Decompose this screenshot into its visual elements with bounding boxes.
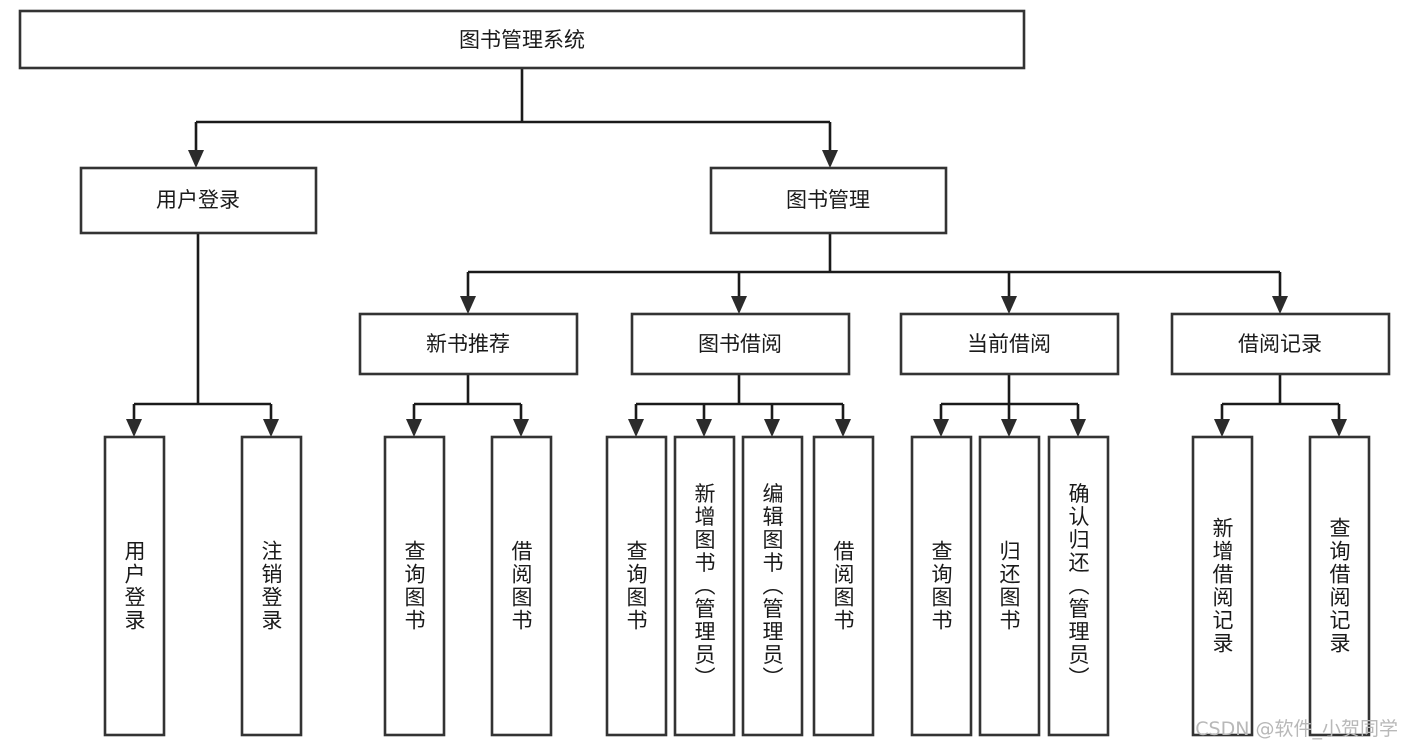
node-box-leaf-query-record[interactable] xyxy=(1308,435,1371,737)
arrow-head-leaf-query-book-3 xyxy=(933,419,949,437)
node-leaf-borrow-book-1[interactable]: 借阅图书 xyxy=(490,435,553,737)
node-label-leaf-query-book-1: 查询图书 xyxy=(402,540,426,632)
node-label-book-management: 图书管理 xyxy=(786,188,870,212)
node-label-leaf-query-record: 查询借阅记录 xyxy=(1327,517,1351,655)
node-box-book-borrow[interactable] xyxy=(630,312,851,376)
connector-group-user-login-leaves xyxy=(126,233,279,437)
node-box-leaf-confirm-return[interactable] xyxy=(1047,435,1110,737)
node-label-leaf-query-book-3: 查询图书 xyxy=(929,540,953,632)
arrow-head-leaf-query-book-2 xyxy=(628,419,644,437)
arrow-head-leaf-add-book xyxy=(696,419,712,437)
arrow-head-current-borrow xyxy=(1001,296,1017,314)
node-box-user-login[interactable] xyxy=(79,166,318,235)
node-box-leaf-query-book-3[interactable] xyxy=(910,435,973,737)
arrow-head-leaf-add-record xyxy=(1214,419,1230,437)
node-leaf-query-record[interactable]: 查询借阅记录 xyxy=(1308,435,1371,737)
node-box-current-borrow[interactable] xyxy=(899,312,1120,376)
arrow-head-leaf-query-record xyxy=(1331,419,1347,437)
arrow-head-leaf-user-login xyxy=(126,419,142,437)
node-label-leaf-add-record: 新增借阅记录 xyxy=(1210,517,1234,655)
node-leaf-add-book[interactable]: 新增图书（管理员） xyxy=(673,435,736,737)
node-leaf-query-book-1[interactable]: 查询图书 xyxy=(383,435,446,737)
node-current-borrow[interactable]: 当前借阅 xyxy=(899,312,1120,376)
node-borrow-record[interactable]: 借阅记录 xyxy=(1170,312,1391,376)
arrow-head-leaf-confirm-return xyxy=(1070,419,1086,437)
node-box-leaf-borrow-book-1[interactable] xyxy=(490,435,553,737)
node-label-borrow-record: 借阅记录 xyxy=(1238,332,1322,356)
node-leaf-edit-book[interactable]: 编辑图书（管理员） xyxy=(741,435,804,737)
node-leaf-add-record[interactable]: 新增借阅记录 xyxy=(1191,435,1254,737)
node-label-leaf-user-login: 用户登录 xyxy=(122,540,146,632)
node-box-leaf-add-record[interactable] xyxy=(1191,435,1254,737)
arrow-head-leaf-edit-book xyxy=(764,419,780,437)
node-box-leaf-query-book-1[interactable] xyxy=(383,435,446,737)
arrow-head-user-login xyxy=(188,150,204,168)
node-user-login[interactable]: 用户登录 xyxy=(79,166,318,235)
node-box-new-book-recommend[interactable] xyxy=(358,312,579,376)
node-label-leaf-edit-book: 编辑图书（管理员） xyxy=(760,483,784,690)
node-box-leaf-user-logout[interactable] xyxy=(240,435,303,737)
arrow-head-leaf-return-book xyxy=(1001,419,1017,437)
connector-group-current-borrow-leaves xyxy=(933,374,1086,437)
node-leaf-user-login[interactable]: 用户登录 xyxy=(103,435,166,737)
arrow-head-leaf-user-logout xyxy=(263,419,279,437)
node-label-current-borrow: 当前借阅 xyxy=(967,332,1051,356)
node-label-leaf-query-book-2: 查询图书 xyxy=(624,540,648,632)
node-leaf-query-book-2[interactable]: 查询图书 xyxy=(605,435,668,737)
node-label-leaf-return-book: 归还图书 xyxy=(997,540,1021,632)
connector-group-book-borrow-leaves xyxy=(628,374,851,437)
connector-group-new-book-leaves xyxy=(406,374,529,437)
node-box-leaf-return-book[interactable] xyxy=(978,435,1041,737)
arrow-head-book-borrow xyxy=(731,296,747,314)
node-label-leaf-borrow-book-2: 借阅图书 xyxy=(831,540,855,632)
node-box-borrow-record[interactable] xyxy=(1170,312,1391,376)
arrow-head-borrow-record xyxy=(1272,296,1288,314)
node-box-leaf-user-login[interactable] xyxy=(103,435,166,737)
node-box-leaf-add-book[interactable] xyxy=(673,435,736,737)
arrow-head-new-book-recommend xyxy=(460,296,476,314)
node-label-book-borrow: 图书借阅 xyxy=(698,332,782,356)
watermark-label: CSDN @软件_小贺同学 xyxy=(1195,718,1398,740)
node-leaf-confirm-return[interactable]: 确认归还（管理员） xyxy=(1047,435,1110,737)
connector-group-root xyxy=(188,68,838,168)
node-box-leaf-borrow-book-2[interactable] xyxy=(812,435,875,737)
connector-group-borrow-record-leaves xyxy=(1214,374,1347,437)
node-new-book-recommend[interactable]: 新书推荐 xyxy=(358,312,579,376)
node-box-leaf-query-book-2[interactable] xyxy=(605,435,668,737)
node-leaf-query-book-3[interactable]: 查询图书 xyxy=(910,435,973,737)
node-label-leaf-add-book: 新增图书（管理员） xyxy=(692,483,716,690)
node-label-leaf-user-logout: 注销登录 xyxy=(259,540,283,632)
node-box-book-management[interactable] xyxy=(709,166,948,235)
node-leaf-user-logout[interactable]: 注销登录 xyxy=(240,435,303,737)
node-book-borrow[interactable]: 图书借阅 xyxy=(630,312,851,376)
node-book-management[interactable]: 图书管理 xyxy=(709,166,948,235)
arrow-head-leaf-borrow-book-2 xyxy=(835,419,851,437)
node-box-root[interactable] xyxy=(18,9,1026,70)
node-label-leaf-confirm-return: 确认归还（管理员） xyxy=(1066,483,1090,690)
arrow-head-leaf-query-book-1 xyxy=(406,419,422,437)
node-leaf-return-book[interactable]: 归还图书 xyxy=(978,435,1041,737)
node-label-root: 图书管理系统 xyxy=(459,28,585,52)
node-label-user-login: 用户登录 xyxy=(156,188,240,212)
node-root-system[interactable]: 图书管理系统 xyxy=(18,9,1026,70)
node-label-new-book-recommend: 新书推荐 xyxy=(426,332,510,356)
node-label-leaf-borrow-book-1: 借阅图书 xyxy=(509,540,533,632)
arrow-head-leaf-borrow-book-1 xyxy=(513,419,529,437)
connector-group-book-management xyxy=(460,233,1288,314)
node-leaf-borrow-book-2[interactable]: 借阅图书 xyxy=(812,435,875,737)
node-box-leaf-edit-book[interactable] xyxy=(741,435,804,737)
arrow-head-book-management xyxy=(822,150,838,168)
